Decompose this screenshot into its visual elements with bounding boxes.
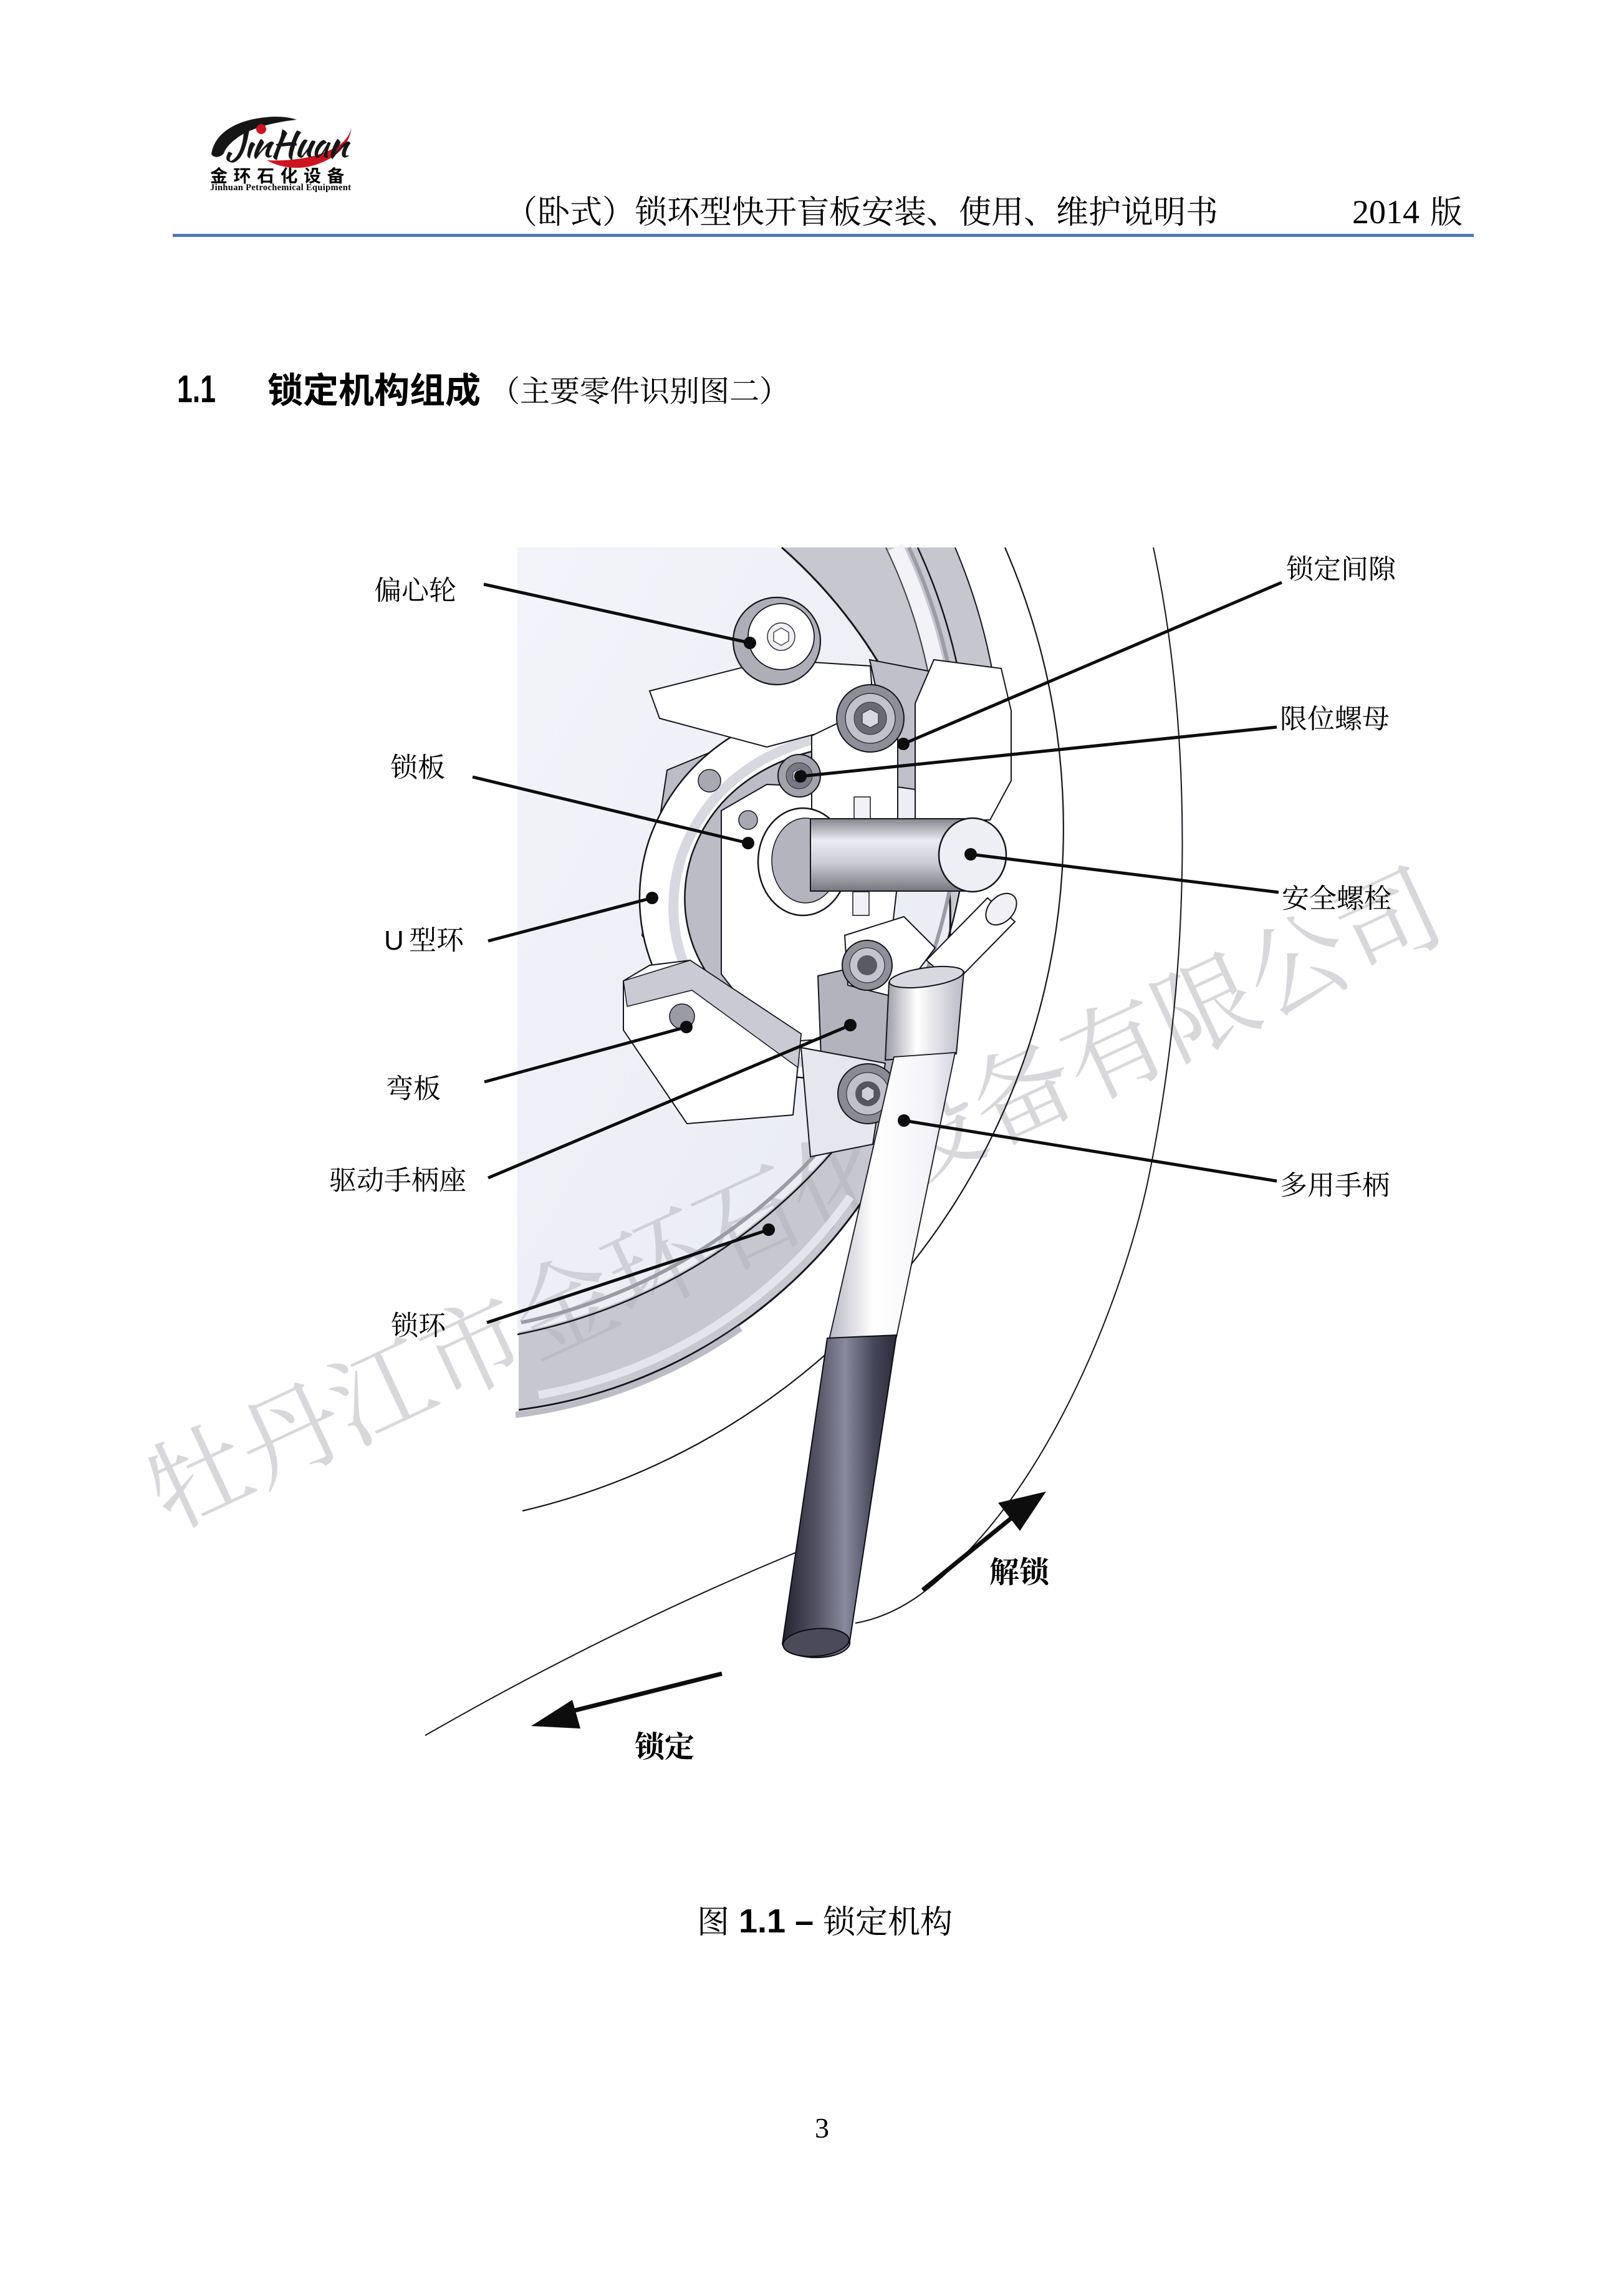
- svg-text:3: 3: [815, 2112, 829, 2144]
- svg-text:Jinhuan Petrochemical Equipmen: Jinhuan Petrochemical Equipment: [210, 183, 351, 193]
- svg-text:U: U: [384, 925, 404, 956]
- svg-text:1.1 –: 1.1 –: [739, 1903, 814, 1940]
- svg-text:1.1: 1.1: [177, 368, 216, 411]
- svg-text:2014: 2014: [1352, 193, 1420, 231]
